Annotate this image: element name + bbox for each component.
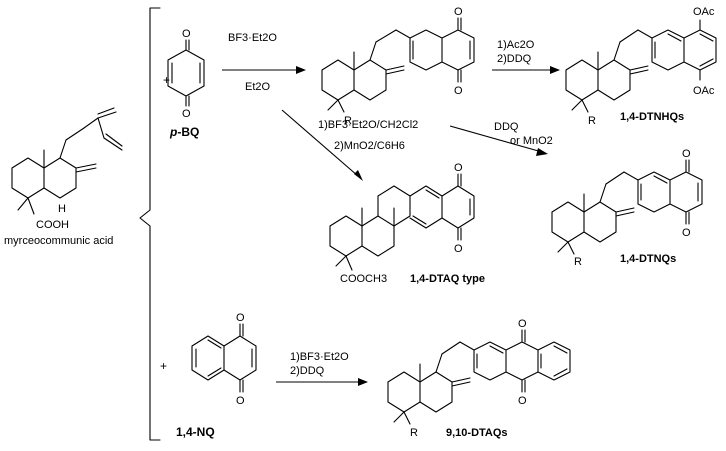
- dtaq-structure: [329, 173, 475, 271]
- dtaq-anthraquinone-structure: [387, 329, 571, 425]
- reagent-4-line-1: 1)BF3·Et2O/CH2Cl2: [318, 119, 418, 131]
- dtnhq-name: 1,4-DTNHQs: [620, 111, 684, 123]
- dtnq-name: 1,4-DTNQs: [620, 253, 676, 265]
- p-benzoquinone-structure: [167, 39, 205, 107]
- pbq-oxygen-top: O: [182, 28, 191, 40]
- diels-alder-adduct-structure: [321, 17, 475, 113]
- pbq-oxygen-bottom: O: [182, 108, 191, 120]
- pbq-name: p-BQ: [169, 125, 199, 139]
- dtnq-structure: [551, 159, 703, 255]
- adduct-oxygen-bottom: O: [454, 85, 463, 97]
- dtnhq-oac-bottom: OAc: [693, 85, 715, 97]
- arrow-4: [281, 109, 359, 177]
- arrow-3: [449, 125, 543, 153]
- dtnq-r-group: R: [574, 256, 582, 268]
- arrow-2-head: [550, 66, 560, 74]
- plus-sign-top: +: [163, 73, 170, 87]
- reagent-2-line-1: 1)Ac2O: [497, 39, 535, 51]
- dtaq-oxygen-bottom: O: [454, 243, 463, 255]
- start-h-label: H: [58, 203, 66, 215]
- nq-oxygen-top: O: [236, 312, 245, 324]
- reagent-3-line-2: or MnO2: [510, 135, 553, 147]
- dtnq-oxygen-bottom: O: [682, 227, 691, 239]
- dtnhq-r-group: R: [588, 115, 596, 127]
- naphthoquinone-structure: [191, 323, 257, 393]
- reagent-2-line-2: 2)DDQ: [497, 53, 532, 65]
- reagent-1-line-1: BF3·Et2O: [228, 32, 277, 44]
- nq-name: 1,4-NQ: [176, 425, 215, 439]
- adduct-r-group: R: [344, 115, 352, 127]
- myrceocommunic-acid-structure: [11, 107, 123, 215]
- dtaq-ester-group: COOCH3: [340, 273, 387, 285]
- adduct-oxygen-top: O: [454, 6, 463, 18]
- aq-oxygen-bottom: O: [518, 395, 527, 407]
- dtnhq-oac-top: OAc: [693, 6, 715, 18]
- reagent-3-line-1: DDQ: [494, 121, 519, 133]
- reagent-5-line-1: 1)BF3·Et2O: [290, 351, 349, 363]
- arrow-3-head: [536, 148, 548, 156]
- reagent-5-line-2: 2)DDQ: [290, 365, 325, 377]
- nq-oxygen-bottom: O: [236, 395, 245, 407]
- dtaq-name: 1,4-DTAQ type: [410, 273, 485, 285]
- plus-sign-bottom: +: [160, 359, 167, 373]
- aq-name: 9,10-DTAQs: [446, 427, 508, 439]
- dtaq-oxygen-top: O: [454, 162, 463, 174]
- start-cooh-label: COOH: [36, 219, 69, 231]
- reagent-1-line-2: Et2O: [245, 81, 271, 93]
- arrow-1-head: [296, 66, 306, 74]
- reagent-4-line-2: 2)MnO2/C6H6: [334, 140, 405, 152]
- aq-oxygen-top: O: [518, 318, 527, 330]
- aq-r-group: R: [410, 427, 418, 439]
- dtnhq-structure: [565, 19, 717, 113]
- arrow-4-head: [354, 170, 363, 181]
- dtnq-oxygen-top: O: [682, 148, 691, 160]
- start-compound-name: myrceocommunic acid: [4, 235, 113, 247]
- arrow-5-head: [358, 378, 368, 386]
- reaction-bracket: [139, 7, 161, 441]
